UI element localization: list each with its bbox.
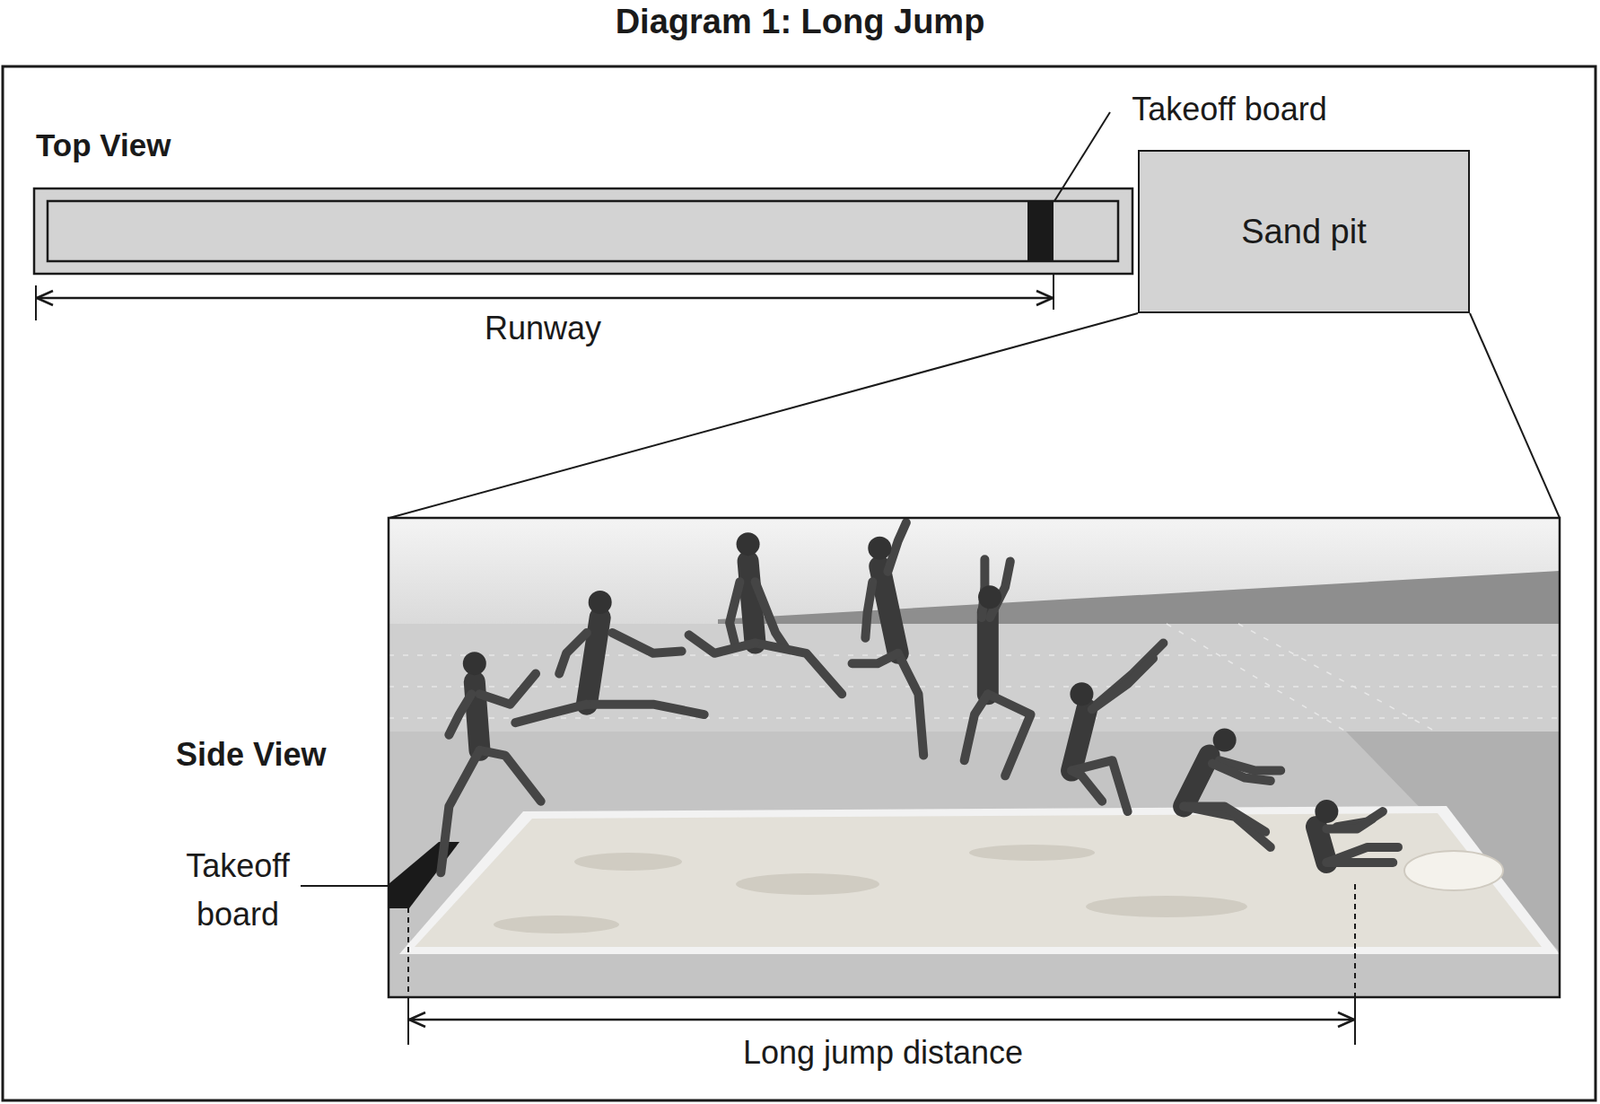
leader-line — [1054, 112, 1111, 202]
jumper-limb — [964, 693, 988, 761]
jumper-limb — [1071, 770, 1102, 802]
jumper-head — [1069, 681, 1093, 706]
dimension-tick — [1052, 273, 1055, 310]
jumper-limb — [1183, 805, 1271, 847]
jumper-limb — [1092, 657, 1154, 709]
sand-texture — [493, 844, 1248, 934]
jumper-torso — [748, 560, 756, 643]
runway-outer — [34, 188, 1133, 274]
outer-frame — [2, 66, 1596, 1101]
dimension-arrow — [409, 1018, 1355, 1022]
jumper-limb — [1183, 805, 1266, 831]
dimension-tick — [1354, 996, 1356, 1045]
jumper-figure — [689, 532, 843, 694]
jumper-head — [463, 651, 487, 675]
jumper-head — [867, 536, 892, 560]
sand-ripple — [574, 852, 682, 871]
dimension-guide — [407, 897, 410, 997]
jumper-limb — [1212, 763, 1271, 781]
jumper-limb — [1326, 857, 1393, 867]
jumper-head — [1213, 727, 1237, 752]
dimension-arrow — [36, 297, 1053, 300]
jumper-figure — [1183, 727, 1281, 847]
track-surface — [388, 517, 1560, 997]
side-view-photo — [388, 517, 1560, 997]
part-label: Takeoff board — [1094, 90, 1364, 128]
sand-pit-box: Sand pit — [1137, 149, 1470, 314]
dimension-tick — [34, 285, 37, 321]
grass-bank — [717, 570, 1560, 626]
jumper-torso — [977, 612, 999, 694]
sand — [414, 813, 1542, 947]
dimension-tick — [407, 996, 410, 1045]
jumper-limb — [755, 581, 787, 648]
jumper-limb — [898, 653, 924, 756]
jumper-figure — [964, 559, 1032, 776]
jumper-limb — [852, 653, 899, 664]
dimension-label: Runway — [430, 309, 656, 347]
jumper-sequence — [440, 522, 1399, 873]
node-text: Sand pit — [1241, 212, 1366, 252]
jumper-torso — [1071, 708, 1087, 770]
jumper-limb — [448, 693, 472, 735]
jumper-limb — [479, 750, 541, 802]
jumper-head — [978, 585, 1002, 609]
jumper-limb — [559, 632, 587, 674]
runway-inner — [47, 201, 1119, 262]
dimension-label: Long jump distance — [613, 1033, 1153, 1071]
jumper-limb — [1071, 760, 1128, 812]
jumper-limb — [729, 581, 740, 643]
jumper-figure — [1314, 799, 1399, 863]
zoom-line — [1469, 313, 1560, 518]
jumper-limb — [1326, 847, 1399, 863]
jumper-limb — [755, 642, 843, 694]
jumper-limb — [586, 704, 705, 715]
jumper-limb — [987, 693, 1032, 776]
jumper-limb — [515, 704, 587, 723]
view-heading: Side View — [175, 735, 392, 773]
part-label: Takeoff board — [166, 841, 310, 939]
photo-frame — [388, 517, 1560, 997]
lane-line — [1166, 623, 1347, 732]
diagram-title: Diagram 1: Long Jump — [0, 2, 1600, 43]
lane-line — [1238, 623, 1436, 732]
jumper-limb — [440, 750, 480, 873]
jumper-head — [588, 590, 613, 614]
sand-ripple — [969, 844, 1095, 861]
jumper-limb — [612, 632, 682, 654]
sand-ripple — [1085, 895, 1248, 918]
jumper-torso — [879, 566, 898, 654]
lane-line — [388, 685, 1560, 688]
jumper-limb — [689, 634, 756, 653]
dimension-guide — [1354, 883, 1356, 997]
sand-ripple — [493, 915, 620, 934]
jumper-limb — [479, 673, 536, 705]
leader-line — [300, 884, 392, 887]
jumper-figure — [515, 590, 704, 723]
sand-pit-border — [399, 805, 1560, 954]
view-heading: Top View — [35, 127, 270, 164]
jumper-limb — [865, 581, 873, 639]
takeoff-board-top — [1027, 201, 1054, 262]
jumper-head — [736, 532, 761, 556]
takeoff-board-side — [388, 841, 460, 909]
jumper-head — [1314, 799, 1338, 823]
jumper-torso — [1183, 755, 1209, 807]
jumper-figure — [1069, 642, 1163, 812]
jumper-figure — [852, 522, 925, 755]
sand-splash — [1404, 850, 1504, 891]
jumper-figure — [440, 651, 541, 873]
sand-ripple — [735, 873, 880, 895]
